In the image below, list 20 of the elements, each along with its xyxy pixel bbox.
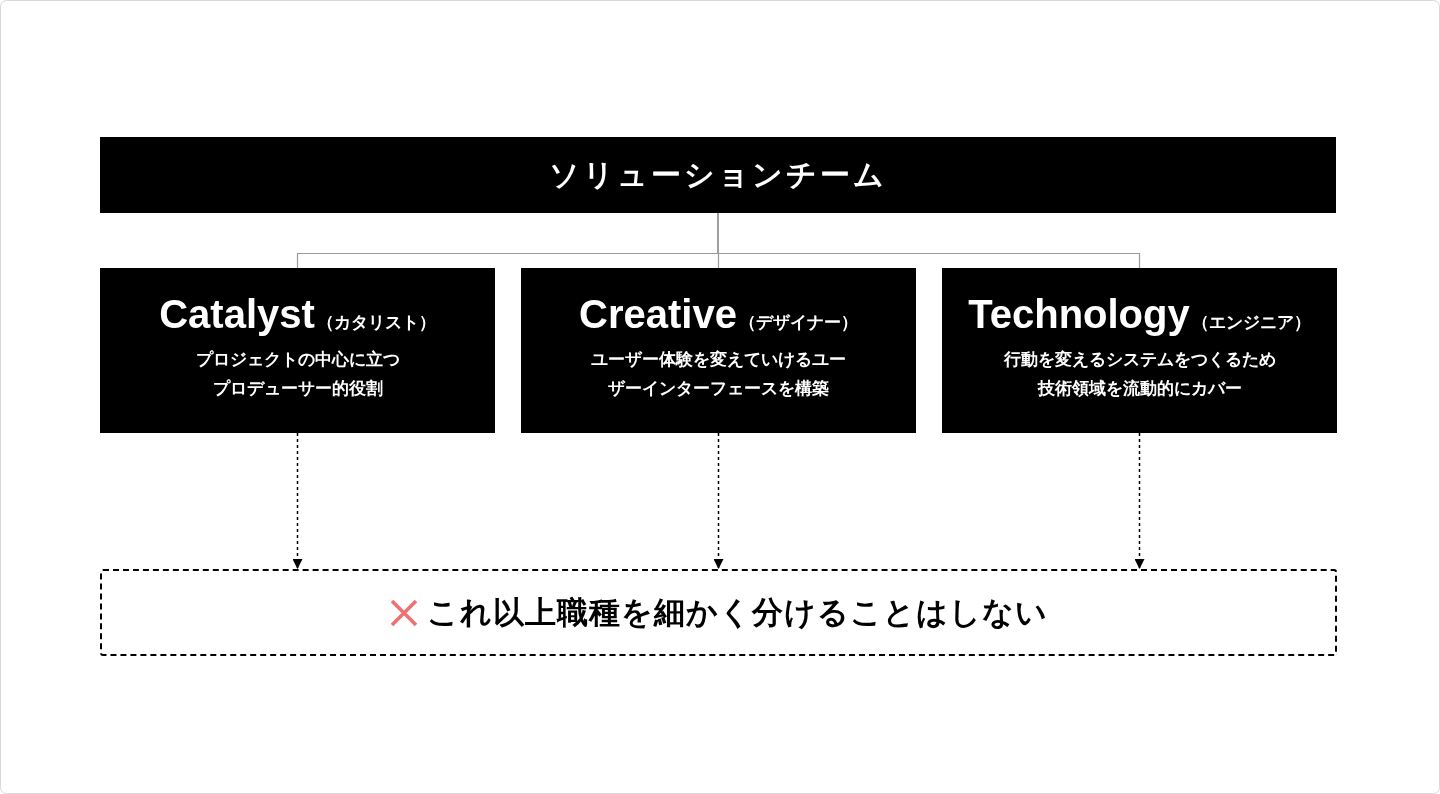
team-title: ソリューションチーム [549, 155, 887, 194]
role-title: Creative [579, 292, 737, 337]
role-title: Catalyst [159, 292, 315, 337]
role-title: Technology [968, 292, 1190, 337]
role-description: 行動を変えるシステムをつくるため技術領域を流動的にカバー [1002, 348, 1277, 400]
team-box [100, 137, 1336, 213]
note-text: これ以上職種を細かく分けることはしない [427, 592, 1048, 632]
connector-line [717, 212, 1141, 269]
role-description: プロジェクトの中心に立つプロデューサー的役割 [194, 348, 401, 400]
role-box [100, 268, 495, 433]
arrow [713, 432, 724, 570]
role-subtitle: （デザイナー） [738, 311, 858, 334]
role-box [942, 268, 1337, 433]
role-box [521, 268, 916, 433]
role-subtitle: （カタリスト） [316, 311, 436, 334]
arrow [292, 432, 303, 570]
role-subtitle: （エンジニア） [1191, 311, 1311, 334]
note-box [100, 569, 1337, 656]
role-description: ユーザー体験を変えていけるユーザーインターフェースを構築 [590, 348, 847, 400]
arrow [1134, 432, 1145, 570]
